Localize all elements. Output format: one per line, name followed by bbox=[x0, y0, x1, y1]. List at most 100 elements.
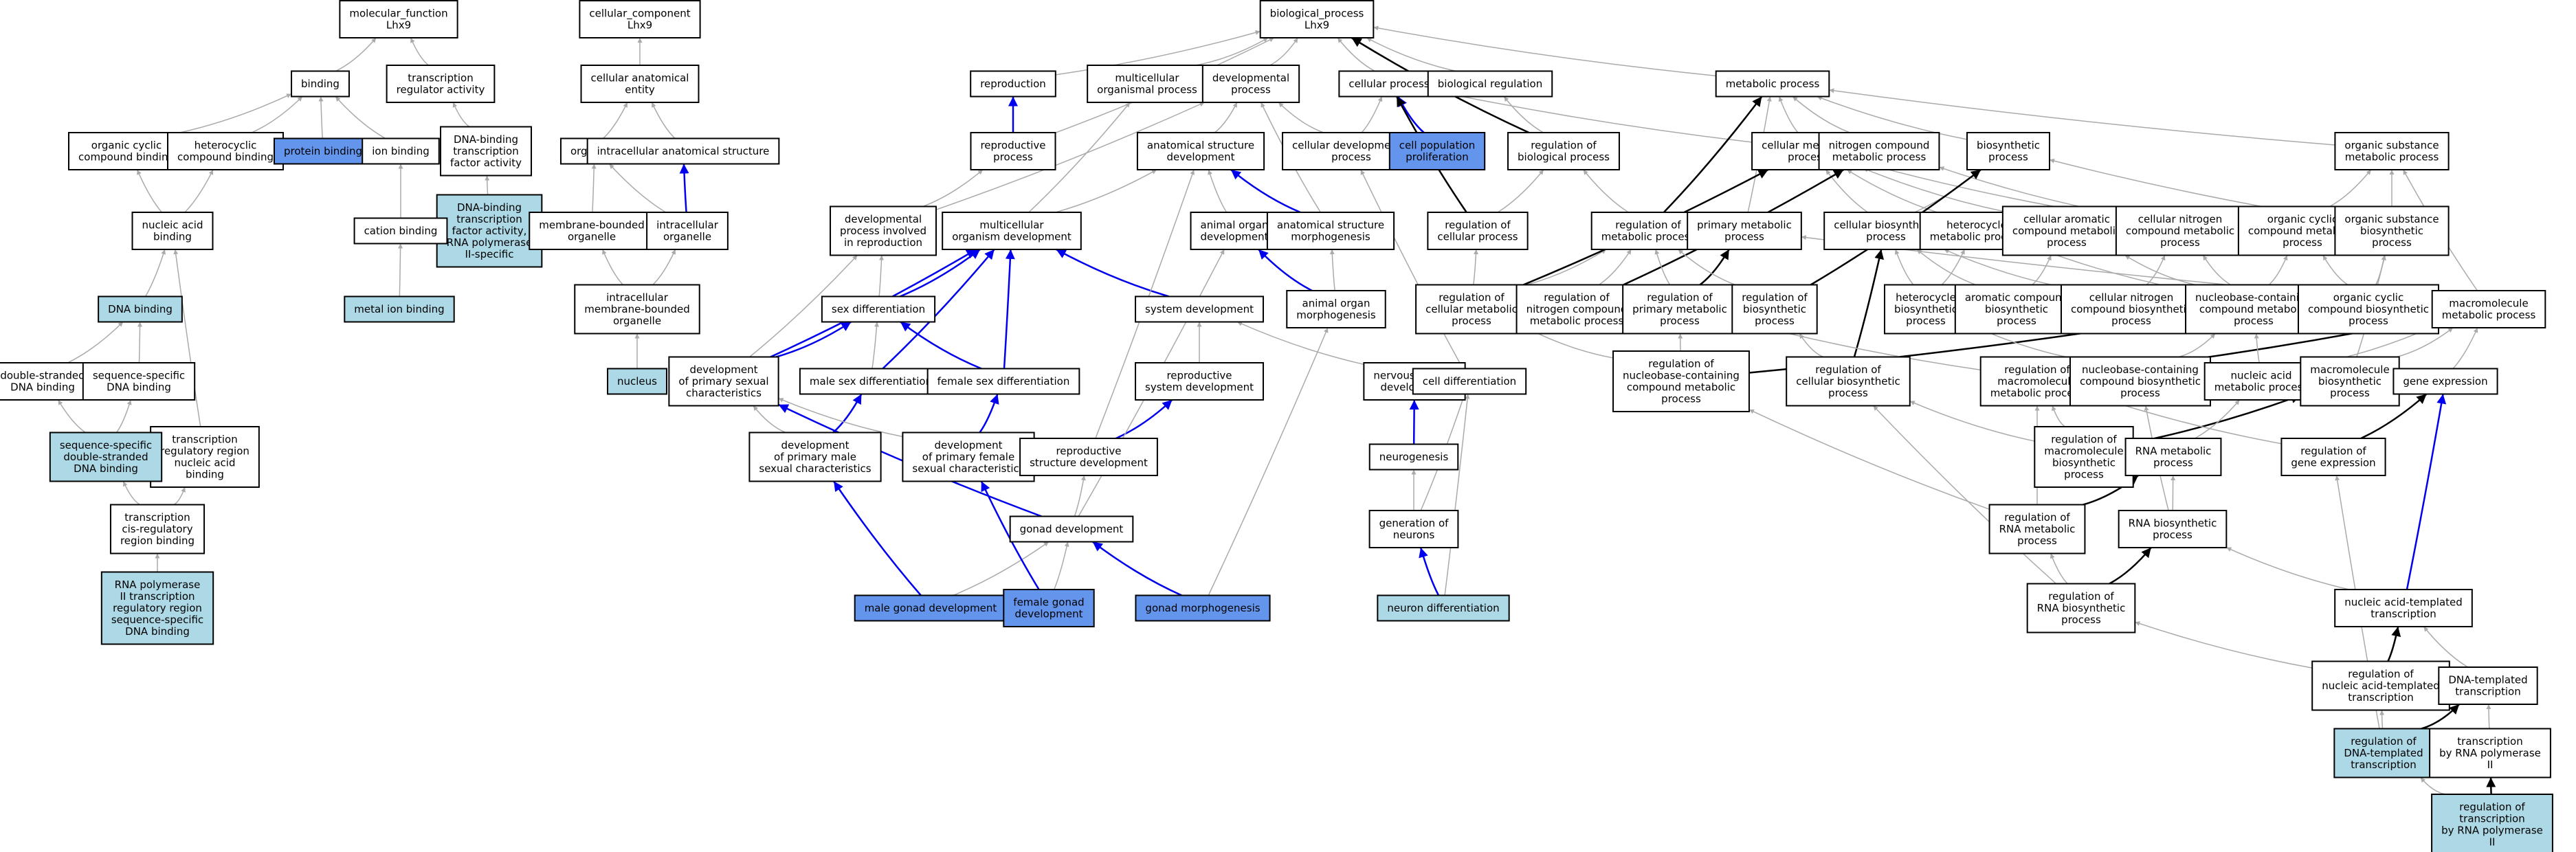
is-a-edge bbox=[1663, 96, 1763, 213]
go-term-label-line: transcription bbox=[2351, 759, 2416, 771]
go-term-box bbox=[2124, 438, 2222, 476]
go-term-box bbox=[1388, 132, 1486, 170]
go-term-label-line: anatomical structure bbox=[1147, 139, 1254, 152]
go-term-label-line: metabolic process bbox=[1726, 78, 1820, 90]
go-term-label-line: nucleobase-containing bbox=[2195, 291, 2312, 304]
go-term-box bbox=[668, 356, 779, 407]
go-term-label-line: regulation of bbox=[1531, 139, 1597, 152]
is-a-edge bbox=[1028, 102, 1131, 213]
go-term-box bbox=[1368, 443, 1459, 471]
is-a-edge bbox=[1778, 96, 1799, 133]
go-term-label-line: transcription bbox=[2370, 608, 2436, 620]
go-term-label-line: RNA polymerase bbox=[115, 579, 201, 591]
go-term-label-line: male gonad development bbox=[865, 602, 997, 614]
go-term-node: gene expression bbox=[2392, 368, 2498, 395]
go-term-label-line: biosynthetic bbox=[1985, 303, 2048, 315]
go-term-label-line: cellular process bbox=[1437, 231, 1518, 243]
go-term-label-line: process bbox=[2349, 315, 2388, 327]
go-term-label-line: process bbox=[2120, 387, 2160, 399]
go-term-box bbox=[2280, 438, 2386, 476]
go-term-box bbox=[2297, 284, 2440, 335]
go-term-label: male sex differentiation bbox=[810, 375, 932, 388]
go-term-label-line: process bbox=[2153, 529, 2192, 541]
go-term-label: sex differentiation bbox=[832, 303, 925, 315]
go-term-label-line: Lhx9 bbox=[1304, 19, 1329, 32]
is-a-edge bbox=[1678, 249, 1735, 286]
go-term-label-line: sequence-specific bbox=[60, 439, 152, 451]
go-term-label-line: reproduction bbox=[980, 78, 1046, 90]
is-a-edge bbox=[1208, 327, 1329, 596]
go-term-label-line: process bbox=[1906, 315, 1946, 327]
is-a-edge bbox=[1056, 248, 1170, 298]
go-term-label-line: cellular nitrogen bbox=[2089, 291, 2173, 304]
go-term-label-line: regulation of bbox=[1544, 291, 1610, 304]
go-term-label-line: compound biosynthetic bbox=[2308, 303, 2429, 315]
is-a-edge bbox=[1598, 249, 1632, 286]
go-term-label-line: compound metabolic bbox=[2248, 225, 2357, 237]
go-term-label-line: by RNA polymerase bbox=[2439, 747, 2541, 759]
is-a-edge bbox=[2329, 169, 2372, 208]
go-term-label-line: organelle bbox=[613, 315, 661, 327]
go-term-box bbox=[970, 132, 1056, 170]
go-term-label-line: binding bbox=[153, 231, 192, 243]
go-term-label-line: transcription bbox=[2457, 735, 2522, 748]
go-term-label-line: process bbox=[2330, 387, 2370, 399]
go-term-label-line: nucleic acid bbox=[142, 219, 203, 232]
is-a-edge bbox=[1258, 249, 1313, 292]
go-term-label: nucleus bbox=[617, 375, 657, 388]
go-term-label: binding bbox=[301, 78, 340, 90]
is-a-edge bbox=[1055, 30, 1261, 76]
go-term-label-line: nucleobase-containing bbox=[2082, 363, 2199, 376]
is-a-edge bbox=[1360, 169, 1464, 369]
go-term-label-line: neurons bbox=[1393, 529, 1435, 541]
is-a-edge bbox=[2420, 777, 2447, 795]
is-a-edge bbox=[2397, 327, 2454, 358]
go-term-label-line: regulation of bbox=[2048, 590, 2114, 603]
is-a-edge bbox=[2202, 255, 2232, 286]
go-term-box bbox=[1019, 438, 1158, 476]
go-term-box bbox=[1377, 594, 1510, 622]
go-term-box bbox=[1612, 350, 1750, 412]
go-term-box bbox=[362, 137, 440, 165]
is-a-edge bbox=[1473, 249, 1478, 285]
go-term-label-line: cellular biosynthetic bbox=[1834, 219, 1938, 232]
go-term-label-line: DNA binding bbox=[107, 381, 171, 394]
go-term-label-line: female sex differentiation bbox=[937, 375, 1070, 388]
go-term-label-line: reproductive bbox=[1056, 445, 1121, 458]
is-a-edge bbox=[1699, 249, 1730, 286]
go-term-label-line: development bbox=[1201, 231, 1269, 243]
go-term-box bbox=[109, 504, 206, 554]
is-a-edge bbox=[1829, 88, 2335, 146]
go-term-box bbox=[854, 594, 1008, 622]
is-a-edge bbox=[1497, 169, 1544, 213]
go-term-label-line: organic substance bbox=[2344, 213, 2439, 225]
